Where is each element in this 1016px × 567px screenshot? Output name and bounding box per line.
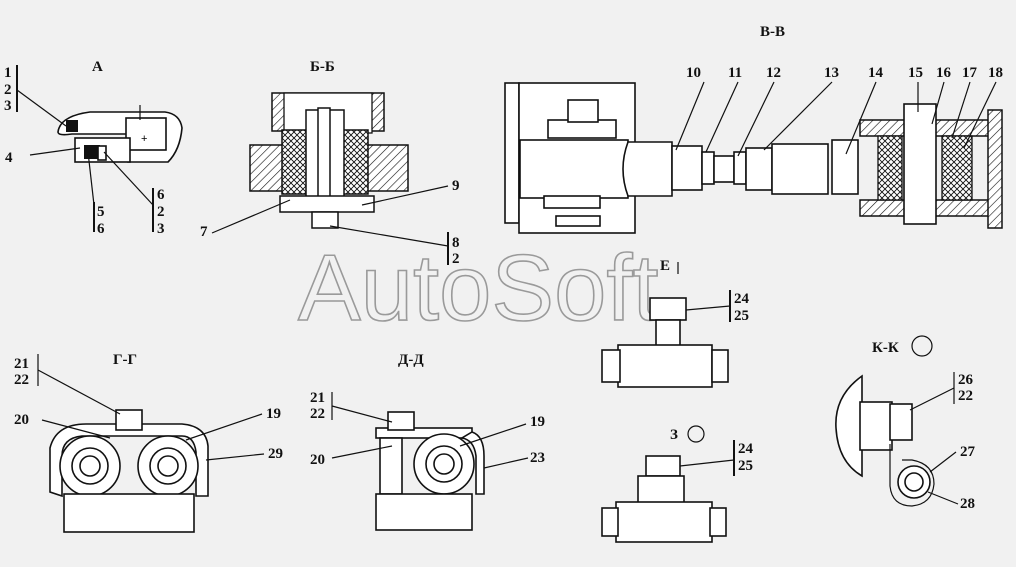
- callout-15: 15: [908, 65, 923, 81]
- view-z: З 24 25: [601, 425, 754, 543]
- watermark-text: AutoSoft: [298, 235, 659, 340]
- view-z-title: З: [670, 427, 678, 443]
- view-bb: Б-Б 7 9 8 2: [200, 59, 460, 267]
- callout-13: 13: [824, 65, 839, 81]
- callout-10: 10: [686, 65, 701, 81]
- view-vv-title: В-В: [760, 24, 785, 40]
- view-bb-title: Б-Б: [310, 59, 335, 75]
- callout-16: 16: [936, 65, 952, 81]
- callout-24b: 24: [738, 441, 754, 457]
- callout-21: 21: [14, 356, 29, 372]
- svg-text:+: +: [141, 133, 147, 145]
- view-dd-title: Д-Д: [398, 352, 424, 368]
- callout-1: 1: [4, 65, 12, 81]
- callout-6: 6: [97, 221, 105, 237]
- callout-8: 8: [452, 235, 460, 251]
- view-a: А + 1 2 3 4 5 6 6 2 3: [4, 59, 183, 237]
- callout-7: 7: [200, 224, 208, 240]
- callout-12: 12: [766, 65, 781, 81]
- callout-24: 24: [734, 291, 750, 307]
- view-gg: Г-Г 21 22 20 19 29: [14, 352, 283, 533]
- callout-9: 9: [452, 178, 460, 194]
- callout-25b: 25: [738, 458, 753, 474]
- callout-20: 20: [14, 412, 29, 428]
- callout-2b: 2: [157, 204, 165, 220]
- callout-2c: 2: [452, 251, 460, 267]
- callout-19: 19: [266, 406, 281, 422]
- callout-27: 27: [960, 444, 976, 460]
- callout-6b: 6: [157, 187, 165, 203]
- callout-17: 17: [962, 65, 978, 81]
- callout-18: 18: [988, 65, 1003, 81]
- callout-25: 25: [734, 308, 749, 324]
- callout-19b: 19: [530, 414, 545, 430]
- callout-2: 2: [4, 82, 12, 98]
- callout-4: 4: [5, 150, 13, 166]
- callout-22: 22: [14, 372, 29, 388]
- callout-28: 28: [960, 496, 975, 512]
- view-e: Е 24 25: [601, 258, 750, 388]
- callout-3b: 3: [157, 221, 165, 237]
- callout-5: 5: [97, 204, 105, 220]
- callout-22c: 22: [958, 388, 973, 404]
- callout-11: 11: [728, 65, 742, 81]
- view-gg-title: Г-Г: [113, 352, 137, 368]
- callout-14: 14: [868, 65, 884, 81]
- callout-20b: 20: [310, 452, 325, 468]
- view-vv: В-В 10 11 12 13 14 15: [504, 24, 1003, 234]
- view-a-title: А: [92, 59, 103, 75]
- view-dd: Д-Д 21 22 20 19 23: [310, 352, 545, 531]
- callout-3: 3: [4, 98, 12, 114]
- callout-26: 26: [958, 372, 974, 388]
- callout-22b: 22: [310, 406, 325, 422]
- callout-29: 29: [268, 446, 283, 462]
- view-e-title: Е: [660, 258, 670, 274]
- view-kk: К-К 26 22 27 28: [835, 335, 976, 512]
- view-kk-title: К-К: [872, 340, 899, 356]
- callout-21b: 21: [310, 390, 325, 406]
- callout-23: 23: [530, 450, 545, 466]
